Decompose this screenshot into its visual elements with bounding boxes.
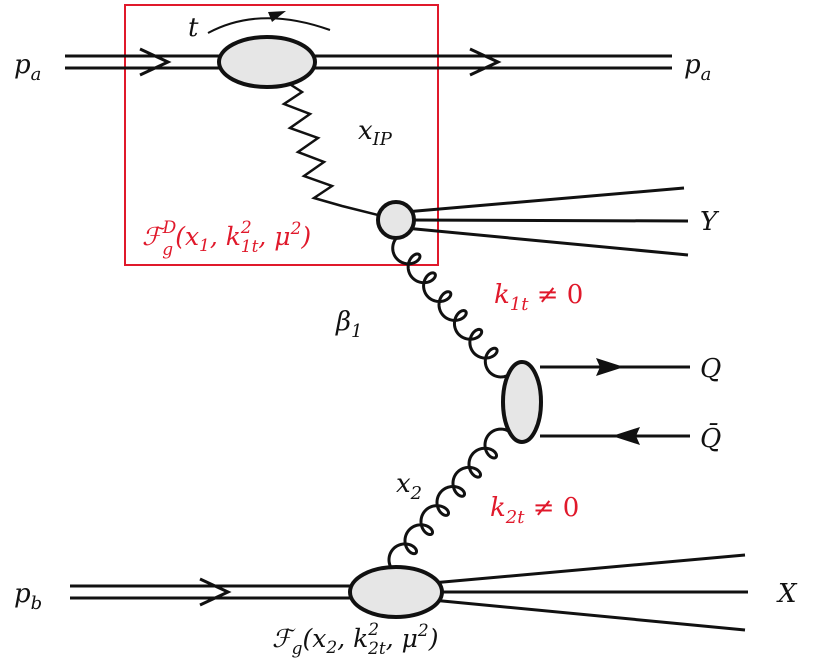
gluon-k1t-coil [391,233,515,379]
label-x2: x2 [396,469,422,504]
q-arrow [596,358,624,376]
y-jets [404,186,689,257]
pomeron-zigzag [281,81,391,220]
proton-pb-arrow [199,577,232,607]
hard-vertex-blob [501,360,543,444]
gluon-k2t-coil [387,427,515,575]
label-k2t: k2t ≠ 0 [490,493,579,528]
x-jets [431,553,748,632]
qbar-arrow [612,427,640,445]
proton-b-vertex-blob [348,565,444,619]
label-t: t [188,13,199,43]
proton-pa-line [65,54,672,70]
t-momentum-arc [207,11,331,34]
label-pa-right: pa [684,50,711,85]
label-k1t: k1t ≠ 0 [494,280,583,315]
proton-vertex-blob [217,35,317,89]
highlight-box [124,4,439,266]
label-y: Y [700,207,720,237]
label-q: Q [700,354,721,384]
quark-lines [540,365,690,438]
label-x: X [776,579,798,609]
label-beta1: β1 [335,307,362,342]
label-qbar: Q̄ [700,422,721,454]
label-pb: pb [14,579,42,614]
pomeron-vertex-blob [376,200,416,240]
label-pa-left: pa [14,50,41,85]
proton-pb-line [70,584,356,600]
label-xip: xIP [358,116,393,150]
proton-pa-arrows [139,47,502,77]
